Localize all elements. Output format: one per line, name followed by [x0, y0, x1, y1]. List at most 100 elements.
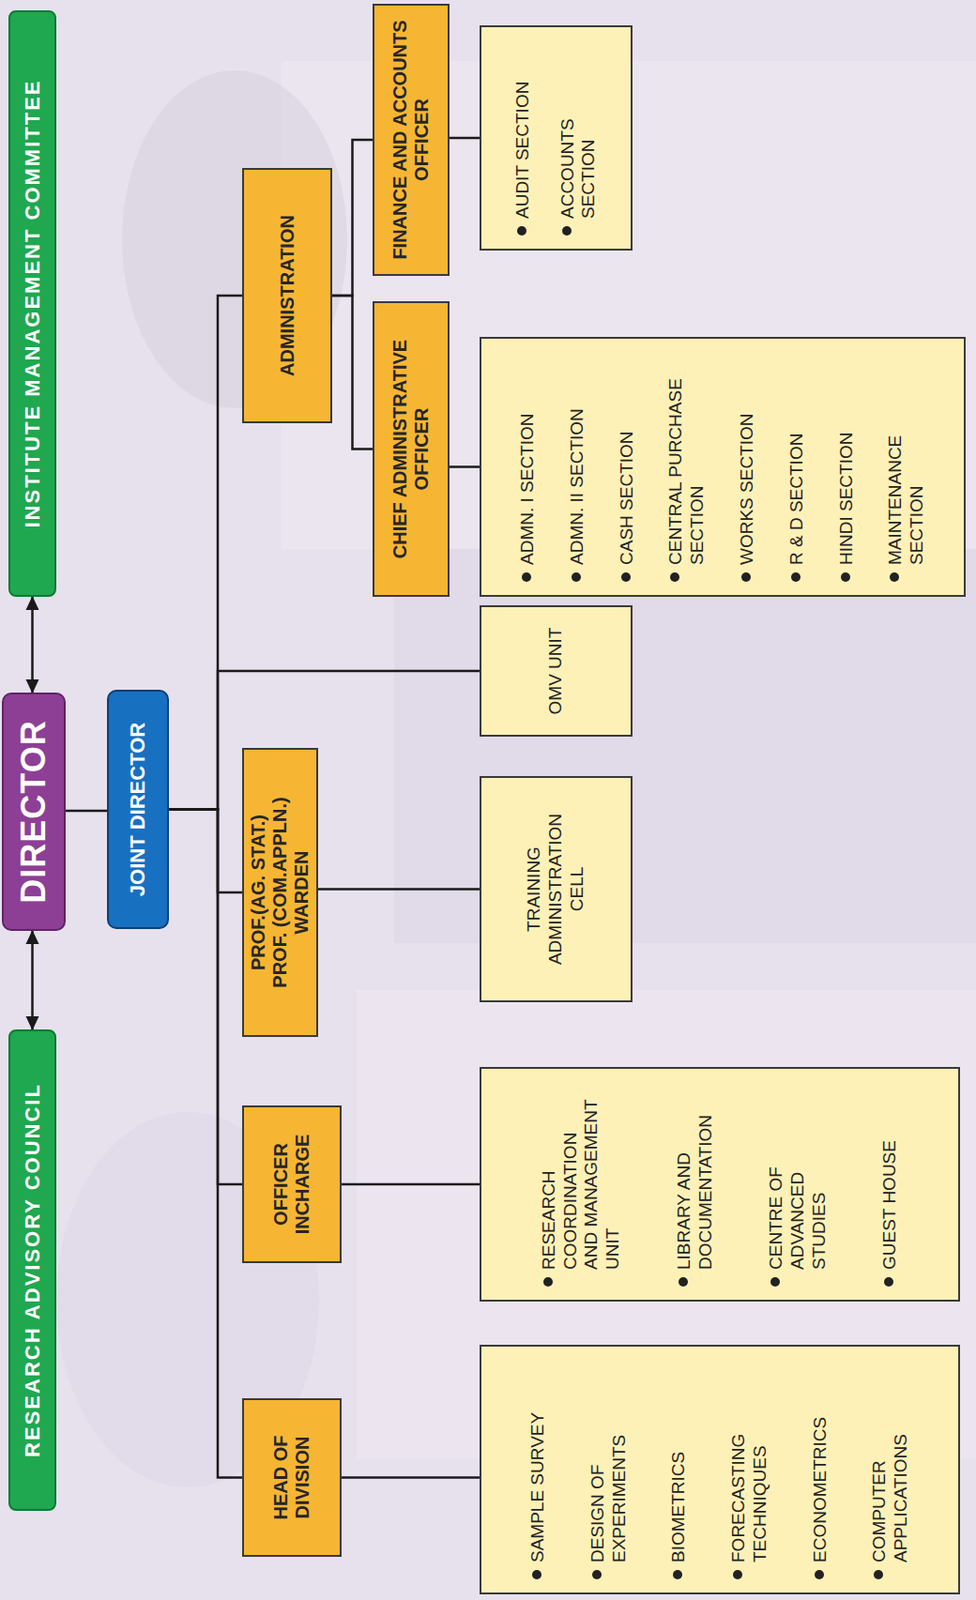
- org-line: [168, 809, 243, 1186]
- committee-box: INSTITUTE MANAGEMENT COMMITTEE: [8, 10, 57, 597]
- list-item: BIOMETRICS: [668, 1451, 690, 1580]
- list-item: RESEARCH COORDINATION AND MANAGEMENT UNI…: [538, 1091, 625, 1287]
- org-line: [332, 295, 373, 450]
- bullet-dot: [678, 1277, 688, 1287]
- double-arrow: [30, 596, 34, 693]
- list-item-text: AUDIT SECTION: [512, 81, 534, 219]
- administration-box: ADMINISTRATION: [242, 167, 333, 424]
- list-item: WORKS SECTION: [736, 412, 759, 582]
- org-line: [168, 671, 480, 810]
- box-text: DIRECTOR: [14, 719, 54, 903]
- box-text: OFFICER INCHARGE: [270, 1114, 314, 1254]
- box-text: HEAD OF DIVISION: [270, 1407, 314, 1548]
- bullet-dot: [592, 1570, 602, 1580]
- box-text: RESEARCH ADVISORY COUNCIL: [20, 1082, 46, 1458]
- list-item-text: HINDI SECTION: [836, 432, 858, 565]
- list-item-text: LIBRARY AND DOCUMENTATION: [673, 1091, 717, 1270]
- bullet-dot: [814, 1570, 824, 1580]
- list-item-text: GUEST HOUSE: [879, 1140, 901, 1270]
- list-item: ACCOUNTS SECTION: [557, 59, 601, 236]
- bullet-dot: [732, 1570, 743, 1580]
- list-item: ADMN. I SECTION: [517, 412, 539, 582]
- list-item: CENTRE OF ADVANCED STUDIES: [765, 1091, 830, 1287]
- bullet-dot: [621, 572, 631, 582]
- list-item: R & D SECTION: [786, 433, 809, 582]
- list-item: COMPUTER APPLICATIONS: [869, 1403, 913, 1580]
- org-line: [318, 887, 480, 891]
- list-item: FORECASTING TECHNIQUES: [728, 1403, 772, 1580]
- box-text: CHIEF ADMINISTRATIVE OFFICER: [389, 310, 433, 588]
- list-item-text: DESIGN OF EXPERIMENTS: [587, 1403, 631, 1563]
- box-text: FINANCE AND ACCOUNTS OFFICER: [389, 13, 433, 267]
- list-item-text: CENTRE OF ADVANCED STUDIES: [765, 1091, 830, 1270]
- box-text: ADMINISTRATION: [276, 214, 299, 377]
- box-text: TRAINING ADMINISTRATION CELL: [523, 791, 588, 988]
- list-item-text: ADMN. I SECTION: [517, 412, 539, 565]
- list-item: ECONOMETRICS: [809, 1417, 832, 1580]
- bullet-dot: [562, 226, 572, 236]
- org-line: [65, 809, 107, 813]
- org-line: [341, 1183, 480, 1187]
- list-item-text: ECONOMETRICS: [809, 1417, 832, 1563]
- director-box: DIRECTOR: [1, 692, 66, 931]
- box-text: INSTITUTE MANAGEMENT COMMITTEE: [20, 79, 46, 529]
- list-item: AUDIT SECTION: [512, 81, 534, 236]
- list-item-text: ACCOUNTS SECTION: [557, 59, 601, 219]
- list-item-text: CENTRAL PURCHASE SECTION: [665, 377, 709, 565]
- professor-box: PROF.(AG. STAT.)PROF. (COM.APPLN.)WARDEN: [242, 747, 319, 1037]
- list-item: MAINTENANCE SECTION: [884, 377, 929, 582]
- org-line: [168, 809, 243, 894]
- bullet-dot: [791, 572, 801, 582]
- list-item: LIBRARY AND DOCUMENTATION: [673, 1091, 717, 1287]
- list-item-text: CASH SECTION: [616, 430, 639, 565]
- section-list: ADMN. I SECTION ADMN. II SECTION CASH SECT…: [479, 336, 966, 597]
- list-item-text: ADMN. II SECTION: [566, 408, 589, 565]
- bullet-dot: [873, 1570, 884, 1580]
- officer-list: RESEARCH COORDINATION AND MANAGEMENT UNI…: [479, 1067, 961, 1302]
- list-item: CASH SECTION: [616, 430, 639, 582]
- box-text: PROF. (COM.APPLN.): [269, 796, 291, 988]
- cao-box: CHIEF ADMINISTRATIVE OFFICER: [372, 301, 450, 597]
- officer-box: OFFICER INCHARGE: [242, 1105, 342, 1264]
- double-arrow: [30, 930, 34, 1030]
- bullet-dot: [741, 572, 751, 582]
- section-list: AUDIT SECTION ACCOUNTS SECTION: [479, 25, 633, 251]
- org-line: [168, 809, 243, 1479]
- bullet-dot: [517, 226, 527, 236]
- box-text: OMV UNIT: [545, 627, 567, 716]
- list-item: CENTRAL PURCHASE SECTION: [665, 377, 709, 582]
- org-line: [449, 465, 480, 469]
- box-text: JOINT DIRECTOR: [125, 722, 151, 897]
- list-item: HINDI SECTION: [836, 432, 858, 582]
- bullet-dot: [521, 572, 532, 582]
- bullet-dot: [672, 1570, 683, 1580]
- bullet-dot: [670, 572, 680, 582]
- division-list: SAMPLE SURVEY DESIGN OF EXPERIMENTS BIOMET…: [479, 1344, 961, 1595]
- bullet-dot: [840, 572, 851, 582]
- head-box: HEAD OF DIVISION: [242, 1398, 342, 1557]
- cell-box: TRAINING ADMINISTRATION CELL: [479, 776, 633, 1003]
- joint-director-box: JOINT DIRECTOR: [106, 689, 169, 930]
- list-item-text: BIOMETRICS: [668, 1451, 690, 1563]
- unit-box: OMV UNIT: [479, 605, 633, 737]
- list-item-text: WORKS SECTION: [736, 412, 759, 565]
- list-item-text: MAINTENANCE SECTION: [884, 377, 929, 565]
- list-item-text: FORECASTING TECHNIQUES: [728, 1403, 772, 1563]
- bullet-dot: [571, 572, 581, 582]
- bullet-dot: [889, 572, 900, 582]
- list-item-text: R & D SECTION: [786, 433, 809, 565]
- list-item: SAMPLE SURVEY: [527, 1412, 549, 1580]
- bullet-dot: [884, 1277, 894, 1287]
- list-item: GUEST HOUSE: [879, 1140, 901, 1287]
- list-item-text: COMPUTER APPLICATIONS: [869, 1403, 913, 1563]
- fao-box: FINANCE AND ACCOUNTS OFFICER: [372, 3, 450, 276]
- org-line: [341, 1476, 480, 1480]
- council-box: RESEARCH ADVISORY COUNCIL: [8, 1029, 57, 1511]
- box-text: PROF.(AG. STAT.): [247, 814, 270, 971]
- bullet-dot: [532, 1570, 542, 1580]
- bullet-dot: [543, 1277, 553, 1287]
- org-line: [168, 295, 243, 810]
- org-line: [332, 139, 373, 296]
- list-item: DESIGN OF EXPERIMENTS: [587, 1403, 631, 1580]
- list-item-text: RESEARCH COORDINATION AND MANAGEMENT UNI…: [538, 1091, 625, 1270]
